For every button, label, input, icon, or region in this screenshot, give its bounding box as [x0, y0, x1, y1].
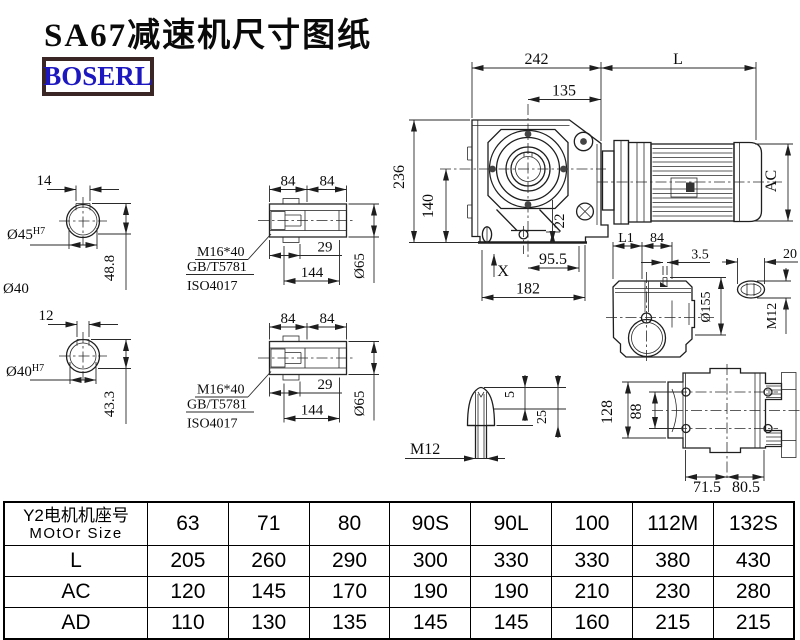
header-cn: Y2电机机座号: [23, 506, 129, 525]
dim-flange-dia: Ø155: [699, 291, 714, 322]
value-cell: 145: [470, 607, 553, 640]
side-view: L1 84 3.5 Ø155: [606, 231, 726, 362]
size-header-cell: 80: [308, 501, 391, 546]
value-cell: 330: [470, 545, 553, 577]
dim-gap: 3.5: [691, 248, 709, 263]
dim-bottom-w2: 80.5: [732, 479, 760, 496]
value-cell: 430: [712, 545, 795, 577]
dim-center-width: 135: [552, 83, 576, 100]
header-en: MOtOr Size: [29, 525, 123, 542]
dim-sleeve-seg1: 84: [281, 174, 297, 190]
value-cell: 130: [227, 607, 310, 640]
value-cell: 135: [308, 607, 391, 640]
value-cell: 190: [389, 576, 472, 608]
dim-84: 84: [650, 231, 664, 246]
value-cell: 215: [712, 607, 795, 640]
label-std1: GB/T5781: [187, 260, 247, 275]
sleeve-view-top: 84 84 29 144 Ø65 M16*40 GB/T5781 ISO4017: [186, 174, 379, 294]
dim-main-height: 236: [391, 165, 408, 189]
value-cell: 110: [147, 607, 229, 640]
value-cell: 205: [147, 545, 229, 577]
size-header-cell: 100: [551, 501, 633, 546]
dim-sleeve-seg2: 84: [320, 174, 336, 190]
value-cell: 290: [308, 545, 391, 577]
label-x-mark: X: [497, 263, 509, 280]
dim-plug: 22: [552, 214, 568, 229]
plug-view: 20 M12: [722, 247, 798, 334]
dim-sleeve-length: 144: [301, 265, 324, 281]
breather-view: M12 5 25: [405, 375, 566, 462]
shaft-end-view-top: 14 Ø45H7 48.8 Ø40: [3, 173, 131, 297]
label-std2: ISO4017: [187, 279, 238, 294]
dim-foot1: 95.5: [539, 251, 567, 268]
dim-bore-top: Ø45H7: [7, 226, 45, 243]
label-bolt: M16*40: [197, 245, 244, 260]
dim-breather-thread: M12: [410, 441, 440, 458]
dim-breather-tip: 5: [503, 391, 518, 398]
dim-depth-bottom: 43.3: [102, 391, 118, 417]
value-cell: 160: [551, 607, 633, 640]
row-label-cell: AD: [3, 607, 148, 640]
value-cell: 330: [551, 545, 633, 577]
size-header-cell: 63: [147, 501, 229, 546]
dim-hole-span: 88: [628, 404, 645, 420]
dim-breather-length: 25: [535, 410, 550, 424]
main-assembly-view: 242 L 135 236 140 AC 22 95.5 182 X: [391, 51, 793, 301]
value-cell: 145: [389, 607, 472, 640]
dim-l1: L1: [618, 231, 634, 246]
dim-foot2: 182: [516, 281, 540, 298]
dim-motor-dia: AC: [763, 170, 780, 192]
dim-bottom-w1: 71.5: [693, 479, 721, 496]
size-header-cell: 112M: [631, 501, 714, 546]
value-cell: 280: [712, 576, 795, 608]
page-title: SA67减速机尺寸图纸: [44, 18, 373, 54]
size-header-cell: 90S: [389, 501, 472, 546]
value-cell: 145: [227, 576, 310, 608]
sleeve-view-bottom: [186, 311, 379, 432]
size-header-cell: 132S: [712, 501, 795, 546]
row-label-cell: AC: [3, 576, 148, 608]
dim-motor-length: L: [673, 51, 683, 68]
dim-sleeve-depth: 29: [318, 240, 333, 256]
value-cell: 260: [227, 545, 310, 577]
value-cell: 120: [147, 576, 229, 608]
row-label-cell: L: [3, 545, 148, 577]
dim-center-height: 140: [420, 194, 437, 218]
dim-plug-width: 20: [783, 247, 797, 262]
value-cell: 190: [470, 576, 553, 608]
bottom-view: 128 88 71.5 80.5: [599, 364, 800, 496]
value-cell: 210: [551, 576, 633, 608]
dim-main-width: 242: [525, 51, 549, 68]
dim-depth-top: 48.8: [102, 255, 118, 281]
dim-bore-bottom: Ø40H7: [6, 363, 44, 380]
value-cell: 230: [631, 576, 714, 608]
technical-drawing: 14 Ø45H7 48.8 Ø40 12 Ø40H7 43.3 84 84 29: [3, 51, 800, 496]
boserl-logo: BOSERL: [42, 57, 154, 96]
dim-bottom-height: 128: [599, 400, 616, 424]
size-header-cell: 90L: [470, 501, 553, 546]
value-cell: 300: [389, 545, 472, 577]
shaft-end-view-bottom: 12 Ø40H7 43.3: [6, 308, 131, 424]
label-od: Ø40: [3, 281, 29, 297]
size-header-cell: 71: [227, 501, 310, 546]
dim-keyway-width-bottom: 12: [39, 308, 54, 324]
value-cell: 170: [308, 576, 391, 608]
dim-plug-thread: M12: [765, 303, 780, 329]
dim-keyway-width-top: 14: [37, 173, 53, 189]
value-cell: 215: [631, 607, 714, 640]
value-cell: 380: [631, 545, 714, 577]
dim-sleeve-dia: Ø65: [352, 253, 368, 279]
